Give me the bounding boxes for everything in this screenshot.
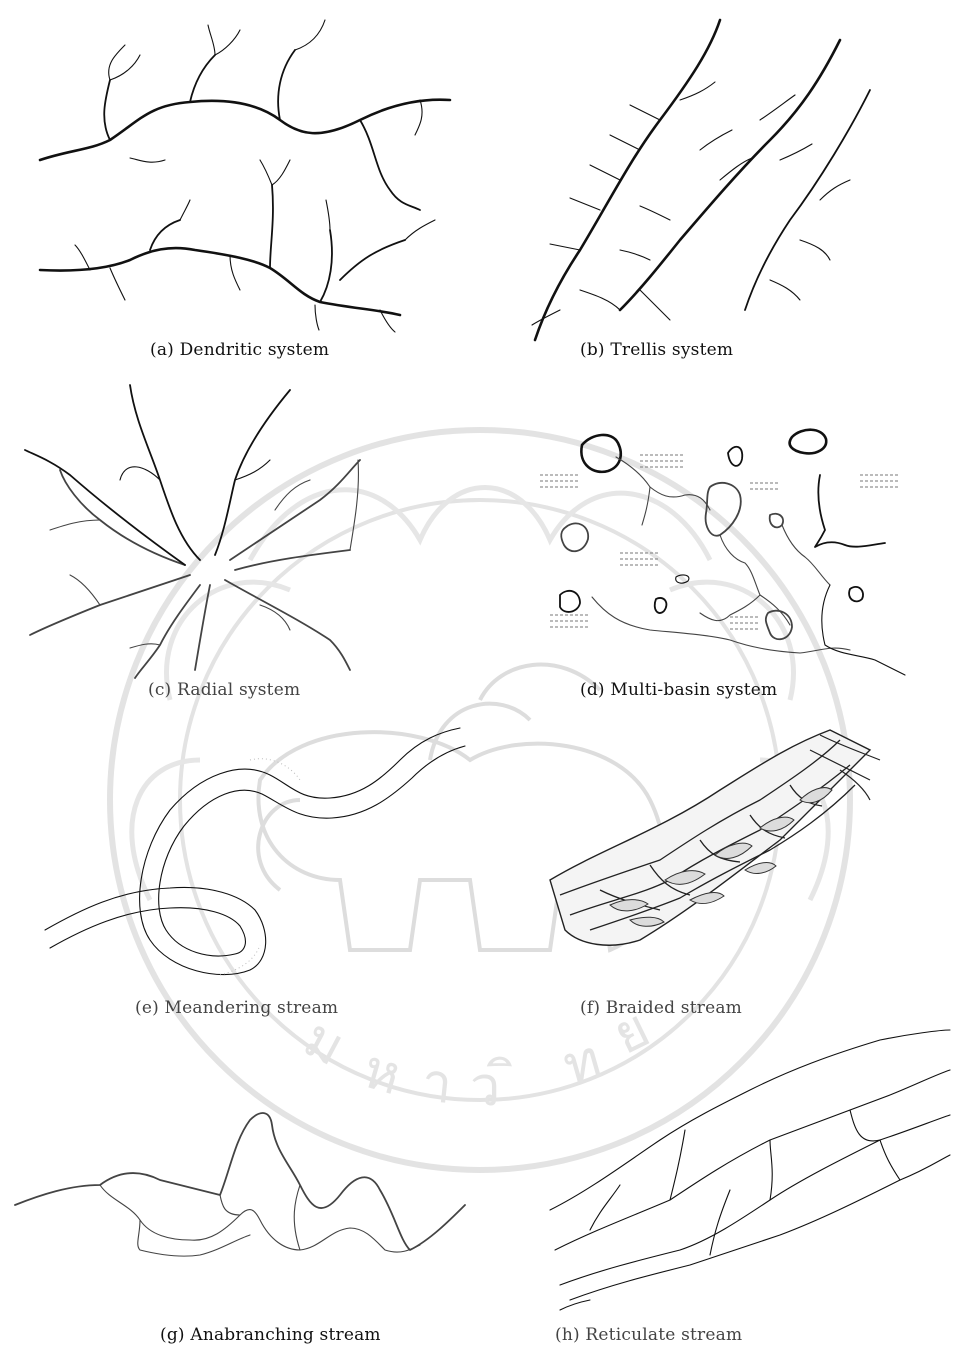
panel-multi-basin: (d) Multi-basin system: [520, 415, 950, 685]
caption-braided: (f) Braided stream: [580, 998, 742, 1018]
braided-stream-diagram: [540, 720, 940, 1020]
caption-multi-basin: (d) Multi-basin system: [580, 680, 777, 700]
panel-radial: (c) Radial system: [20, 380, 470, 680]
svg-text:า: า: [419, 1050, 456, 1116]
caption-radial: (c) Radial system: [148, 680, 300, 700]
caption-anabranching: (g) Anabranching stream: [160, 1325, 381, 1345]
anabranching-stream-diagram: [10, 1110, 480, 1310]
panel-trellis: (b) Trellis system: [520, 10, 940, 340]
panel-braided: (f) Braided stream: [540, 720, 940, 1020]
panel-meandering: (e) Meandering stream: [40, 720, 470, 1020]
panel-anabranching: (g) Anabranching stream: [10, 1110, 480, 1310]
svg-text:ิ: ิ: [486, 1055, 513, 1070]
multi-basin-drainage-diagram: [520, 415, 950, 685]
panel-dendritic: (a) Dendritic system: [30, 10, 470, 340]
radial-drainage-diagram: [20, 380, 470, 680]
svg-text:ว: ว: [470, 1055, 500, 1118]
dendritic-drainage-diagram: [30, 10, 470, 340]
meandering-stream-diagram: [40, 720, 470, 1020]
caption-trellis: (b) Trellis system: [580, 340, 733, 360]
reticulate-stream-diagram: [550, 1030, 950, 1310]
trellis-drainage-diagram: [520, 10, 940, 340]
caption-dendritic: (a) Dendritic system: [150, 340, 329, 360]
panel-reticulate: (h) Reticulate stream: [550, 1030, 950, 1310]
svg-text:ห: ห: [356, 1037, 408, 1107]
caption-meandering: (e) Meandering stream: [135, 998, 338, 1018]
caption-reticulate: (h) Reticulate stream: [555, 1325, 742, 1345]
